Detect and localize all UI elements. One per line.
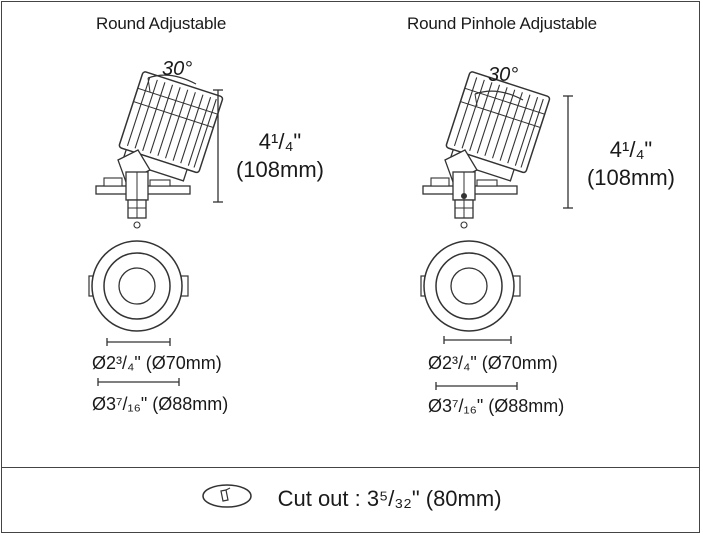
outer-diameter-label: Ø3⁷/₁₆" (Ø88mm) bbox=[428, 396, 565, 416]
trim-diameter-dimension-line bbox=[106, 338, 171, 346]
tilt-angle-arc bbox=[147, 74, 197, 85]
height-dimension-label: 4¹/₄" (108mm) bbox=[228, 128, 332, 184]
cutout-hole-icon bbox=[201, 482, 253, 516]
round-adjustable-front-view bbox=[88, 240, 189, 332]
product-title-round-adjustable: Round Adjustable bbox=[96, 14, 227, 33]
cutout-footer: Cut out : 3⁵/₃₂" (80mm) bbox=[0, 482, 703, 516]
trim-diameter-label: Ø2³/₄" (Ø70mm) bbox=[428, 353, 558, 373]
round-pinhole-adjustable-front-view bbox=[420, 240, 521, 332]
height-metric: (108mm) bbox=[235, 157, 324, 182]
tilt-angle-label: 30° bbox=[488, 64, 519, 86]
tilt-angle-arc bbox=[474, 90, 524, 101]
product-title-round-pinhole-adjustable: Round Pinhole Adjustable bbox=[407, 14, 597, 33]
trim-diameter-label: Ø2³/₄" (Ø70mm) bbox=[92, 353, 222, 373]
trim-diameter-dimension-line bbox=[443, 336, 512, 344]
outer-diameter-dimension-line bbox=[97, 378, 180, 386]
outer-diameter-label: Ø3⁷/₁₆" (Ø88mm) bbox=[92, 394, 229, 414]
round-adjustable-side-view bbox=[95, 70, 224, 229]
height-dimension-line bbox=[213, 89, 223, 203]
cutout-label: Cut out : 3⁵/₃₂" (80mm) bbox=[277, 486, 502, 511]
outer-diameter-dimension-line bbox=[435, 382, 518, 390]
height-dimension-line bbox=[563, 95, 573, 209]
height-imperial: 4¹/₄" bbox=[609, 137, 653, 162]
height-imperial: 4¹/₄" bbox=[258, 129, 302, 154]
round-pinhole-adjustable-side-view bbox=[422, 70, 551, 229]
tilt-angle-label: 30° bbox=[162, 58, 193, 80]
footer-divider bbox=[1, 467, 700, 468]
height-metric: (108mm) bbox=[586, 165, 675, 190]
height-dimension-label: 4¹/₄" (108mm) bbox=[576, 136, 686, 192]
